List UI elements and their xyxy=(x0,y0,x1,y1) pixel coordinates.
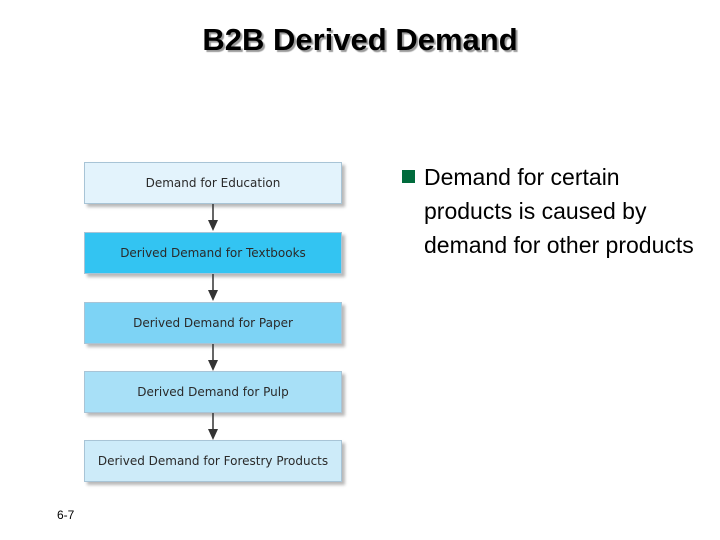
down-arrow-icon xyxy=(208,344,218,371)
down-arrow-icon xyxy=(208,274,218,301)
flow-box-label: Derived Demand for Textbooks xyxy=(120,246,306,260)
down-arrow-icon xyxy=(208,413,218,440)
flow-box-label: Derived Demand for Pulp xyxy=(137,385,289,399)
flow-box-label: Derived Demand for Paper xyxy=(133,316,293,330)
bullet-list: Demand for certain products is caused by… xyxy=(402,160,702,262)
down-arrow-icon xyxy=(208,204,218,231)
slide-title: B2B Derived Demand xyxy=(202,22,518,57)
flow-box-label: Demand for Education xyxy=(145,176,281,190)
square-bullet-icon xyxy=(402,170,415,183)
slide-number: 6-7 xyxy=(57,508,75,522)
bullet-text: Demand for certain products is caused by… xyxy=(424,164,694,258)
flow-box-pulp: Derived Demand for Pulp xyxy=(84,371,342,413)
flow-box-paper: Derived Demand for Paper xyxy=(84,302,342,344)
derived-demand-flowchart: Demand for Education Derived Demand for … xyxy=(84,162,346,487)
flow-box-label: Derived Demand for Forestry Products xyxy=(97,454,329,468)
flow-box-forestry: Derived Demand for Forestry Products xyxy=(84,440,342,482)
flow-box-education: Demand for Education xyxy=(84,162,342,204)
flow-box-textbooks: Derived Demand for Textbooks xyxy=(84,232,342,274)
